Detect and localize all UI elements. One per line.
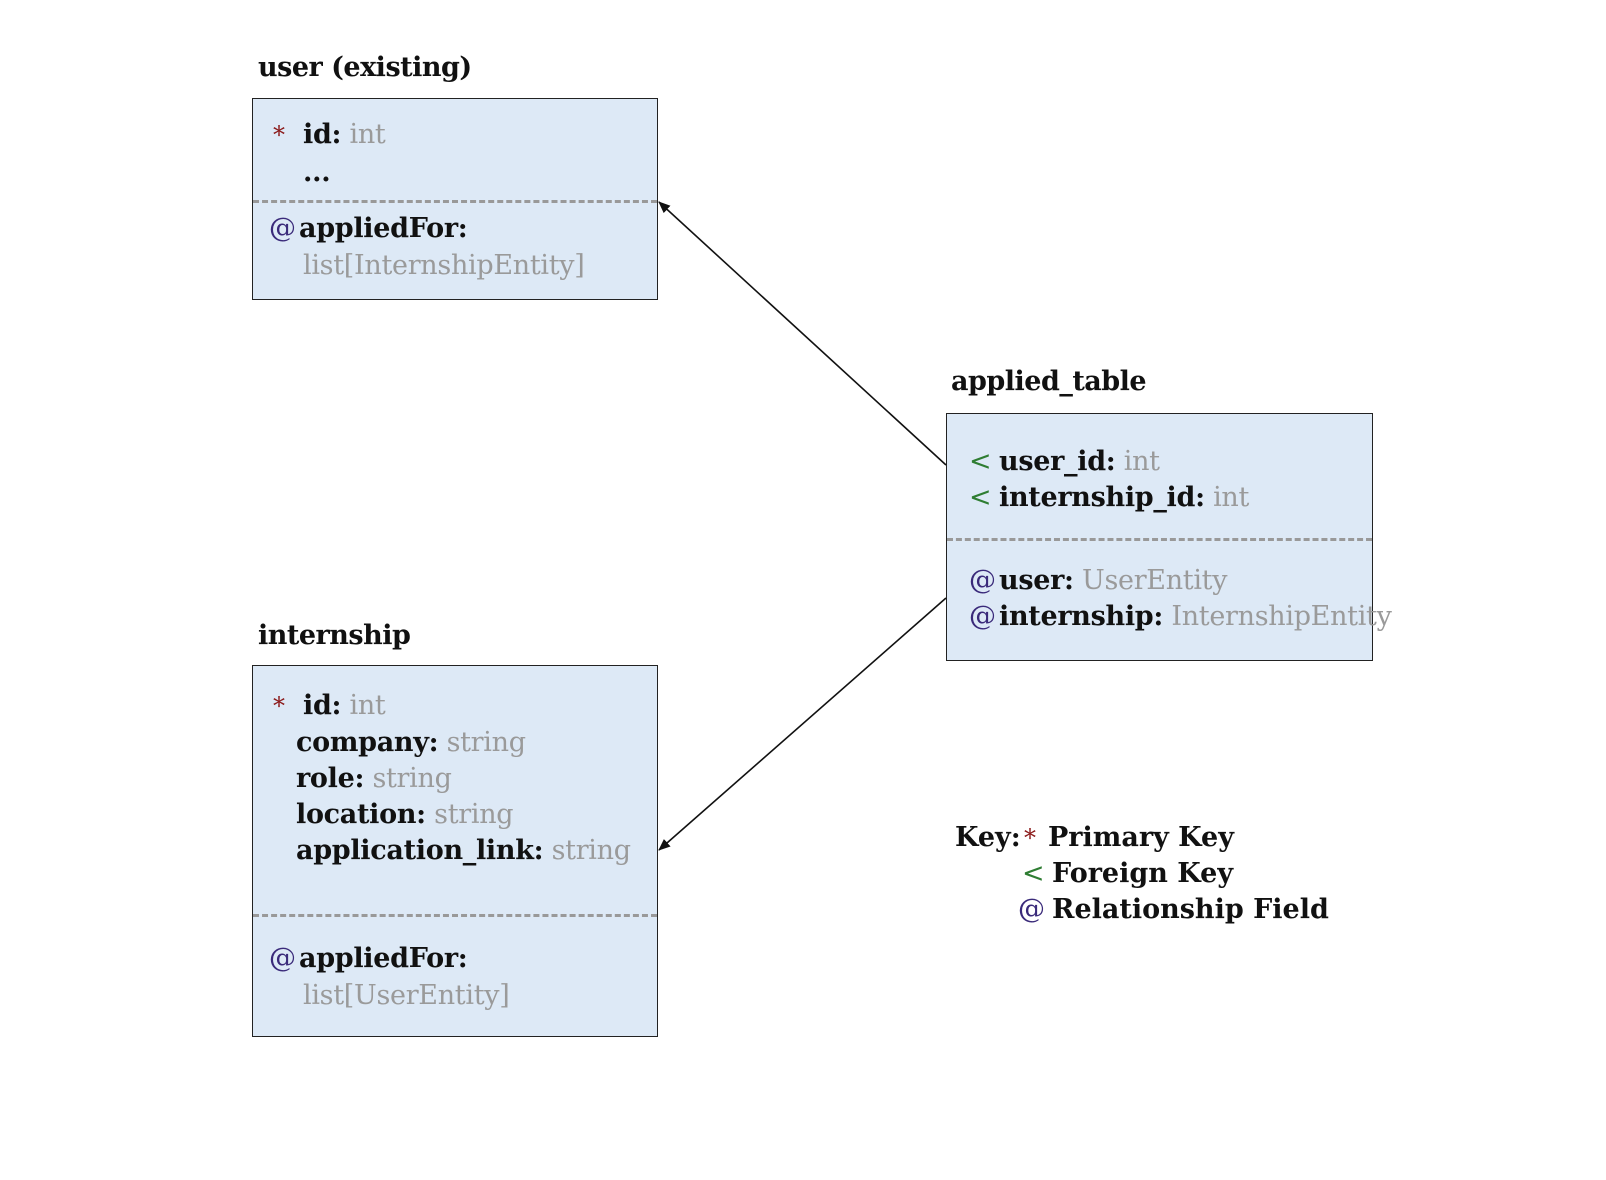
field-type: string <box>372 763 452 794</box>
relation-type: list[UserEntity] <box>303 980 510 1011</box>
legend-text: Relationship Field <box>1052 894 1329 925</box>
section-divider <box>253 200 657 203</box>
relationship-marker: @ <box>1018 894 1045 925</box>
field-type: int <box>349 690 386 721</box>
arrow-applied-to-internship <box>658 597 947 851</box>
relation-name: user: <box>999 565 1074 596</box>
relationship-marker: @ <box>969 601 996 632</box>
primary-key-marker: * <box>1024 824 1036 852</box>
field-row-user-id: * id: int <box>273 119 386 150</box>
relation-name: appliedFor: <box>299 943 468 974</box>
entity-title-internship: internship <box>258 620 411 651</box>
entity-title-user: user (existing) <box>258 52 472 83</box>
field-row-location: location: string <box>296 799 514 830</box>
field-name: user_id: <box>999 446 1116 477</box>
relation-type: list[InternshipEntity] <box>303 250 585 281</box>
field-ellipsis: ... <box>303 157 331 188</box>
relationship-marker: @ <box>969 565 996 596</box>
field-type: int <box>1213 482 1250 513</box>
relation-name: appliedFor: <box>299 213 468 244</box>
field-row-ellipsis: ... <box>273 157 331 188</box>
field-row-role: role: string <box>296 763 452 794</box>
relation-row-user: @user: UserEntity <box>969 565 1227 596</box>
relation-row-user-appliedfor: @appliedFor: <box>269 213 468 244</box>
legend-text: Foreign Key <box>1052 858 1234 889</box>
relationship-marker: @ <box>269 943 296 974</box>
section-divider <box>253 914 657 917</box>
field-name: id: <box>303 119 342 150</box>
field-type: string <box>551 835 631 866</box>
foreign-key-marker: < <box>969 482 992 513</box>
foreign-key-marker: < <box>969 446 992 477</box>
section-divider <box>947 538 1372 541</box>
foreign-key-marker: < <box>1022 858 1045 889</box>
legend-label: Key: <box>955 822 1021 853</box>
field-name: company: <box>296 727 439 758</box>
relation-row-internship-appliedfor: @appliedFor: <box>269 943 468 974</box>
relation-type-row: list[InternshipEntity] <box>303 250 585 281</box>
field-name: internship_id: <box>999 482 1205 513</box>
legend-text: Primary Key <box>1048 822 1234 853</box>
legend-item-foreign-key: <Foreign Key <box>1022 858 1233 889</box>
field-name: role: <box>296 763 365 794</box>
relation-name: internship: <box>999 601 1164 632</box>
relation-type: UserEntity <box>1082 565 1228 596</box>
field-name: application_link: <box>296 835 544 866</box>
legend-item-relationship: @Relationship Field <box>1018 894 1329 925</box>
field-name: id: <box>303 690 342 721</box>
entity-title-applied-table: applied_table <box>951 366 1147 397</box>
field-row-internship-id-fk: <internship_id: int <box>969 482 1249 513</box>
field-type: string <box>434 799 514 830</box>
legend-item-primary-key: * Primary Key <box>1024 822 1234 853</box>
entity-box-user: * id: int ... @appliedFor: list[Internshi… <box>252 98 658 300</box>
relation-type: InternshipEntity <box>1171 601 1392 632</box>
relationship-marker: @ <box>269 213 296 244</box>
entity-box-internship: * id: int company: string role: string lo… <box>252 665 658 1037</box>
field-name: location: <box>296 799 426 830</box>
field-type: int <box>349 119 386 150</box>
field-type: int <box>1123 446 1160 477</box>
arrow-applied-to-user <box>658 201 947 466</box>
field-type: string <box>446 727 526 758</box>
relation-row-internship: @internship: InternshipEntity <box>969 601 1392 632</box>
primary-key-marker: * <box>273 121 285 149</box>
primary-key-marker: * <box>273 692 285 720</box>
entity-box-applied-table: <user_id: int <internship_id: int @user:… <box>946 413 1392 661</box>
field-row-application-link: application_link: string <box>296 835 631 866</box>
relation-type-row: list[UserEntity] <box>303 980 510 1011</box>
field-row-internship-id: * id: int <box>273 690 386 721</box>
field-row-company: company: string <box>296 727 526 758</box>
field-row-user-id-fk: <user_id: int <box>969 446 1160 477</box>
